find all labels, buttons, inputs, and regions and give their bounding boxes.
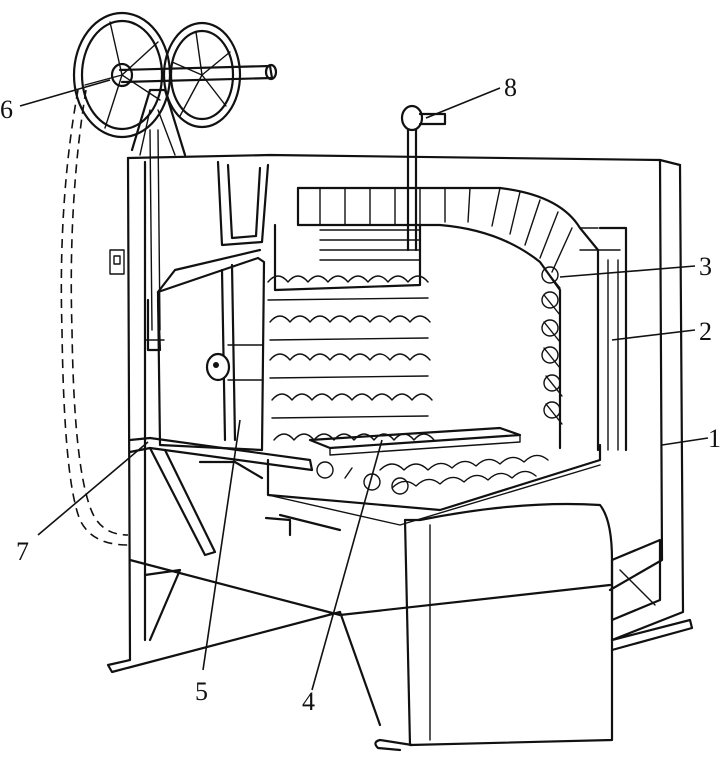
heating-coils xyxy=(267,275,435,441)
outer-casing xyxy=(106,153,694,674)
door-bracket xyxy=(128,436,342,557)
furnace-door xyxy=(146,248,266,452)
callout-6: 6 xyxy=(0,95,13,124)
leader-lines xyxy=(19,79,709,691)
callout-3: 3 xyxy=(699,252,712,281)
hearth-plate xyxy=(266,426,602,526)
callout-7: 7 xyxy=(16,537,29,566)
callout-1: 1 xyxy=(708,424,720,453)
callout-4: 4 xyxy=(302,687,315,716)
callout-2: 2 xyxy=(699,317,712,346)
callout-5: 5 xyxy=(195,677,208,706)
drive-chain xyxy=(60,89,129,546)
furnace-chamber xyxy=(216,160,628,452)
callout-8: 8 xyxy=(504,73,517,102)
quench-tank xyxy=(338,502,614,752)
thermocouple xyxy=(400,104,447,252)
winch-wheels xyxy=(72,11,278,341)
